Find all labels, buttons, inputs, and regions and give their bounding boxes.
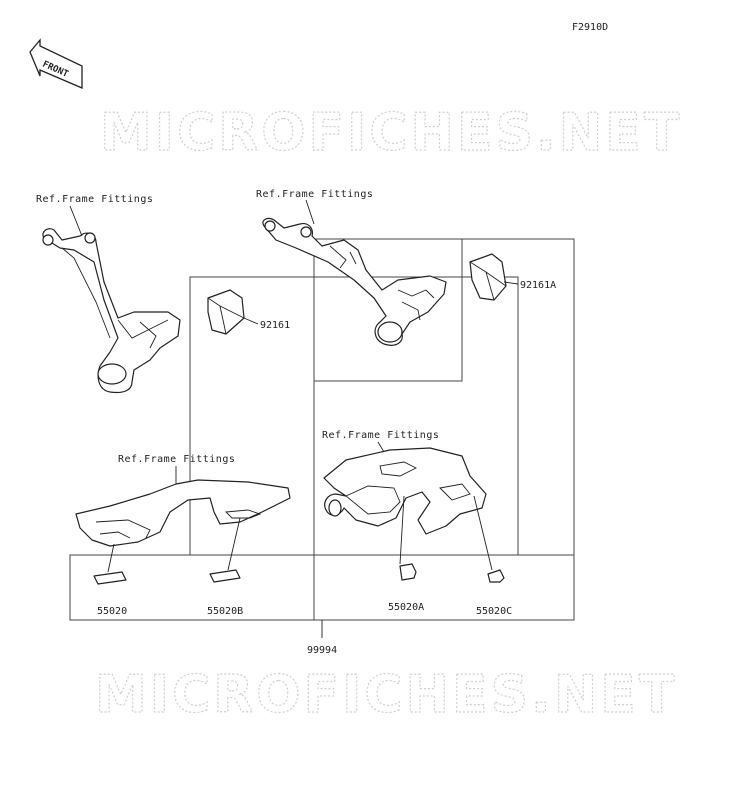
part-label-55020C: 55020C	[476, 606, 512, 617]
watermark-top: MICROFICHES.NET	[100, 103, 682, 163]
ref-label-front-left: Ref.Frame Fittings	[118, 454, 235, 465]
front-right-bracket	[323, 447, 487, 535]
part-92161	[207, 289, 259, 335]
part-55020	[93, 543, 127, 585]
diagram-code: F2910D	[572, 22, 608, 33]
ref-label-rear-right: Ref.Frame Fittings	[256, 189, 373, 200]
front-left-bracket	[75, 479, 291, 547]
part-label-92161A: 92161A	[520, 280, 556, 291]
part-label-55020B: 55020B	[207, 606, 243, 617]
part-55020B	[209, 517, 241, 583]
part-label-92161: 92161	[260, 320, 290, 331]
front-arrow-icon: FRONT	[29, 38, 83, 89]
ref-label-front-right: Ref.Frame Fittings	[322, 430, 439, 441]
part-label-99994: 99994	[307, 645, 337, 656]
watermark-bottom: MICROFICHES.NET	[95, 665, 677, 725]
part-55020A	[399, 495, 417, 581]
part-92161A	[469, 253, 519, 301]
ref-label-rear-left: Ref.Frame Fittings	[36, 194, 153, 205]
rear-right-bracket	[262, 217, 447, 346]
rear-left-bracket	[42, 228, 181, 394]
part-55020C	[473, 495, 505, 583]
part-label-55020: 55020	[97, 606, 127, 617]
part-label-55020A: 55020A	[388, 602, 424, 613]
